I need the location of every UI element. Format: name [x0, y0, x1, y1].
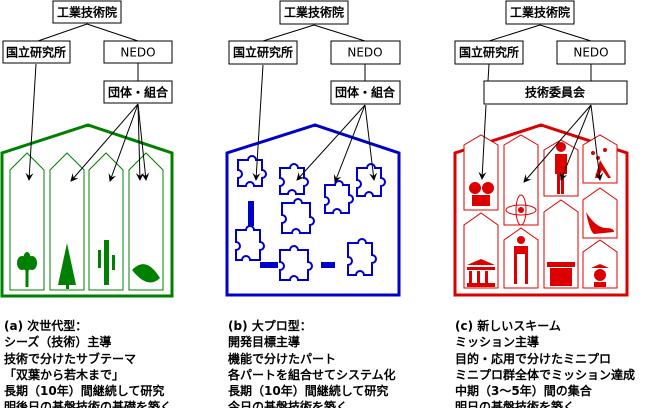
box-technical-committee — [483, 80, 628, 105]
caption-line: 中期（3～5年）間の集合 — [455, 384, 592, 399]
panel-c-arrows — [478, 104, 604, 183]
caption-line: 長期（10年）間継続して研究 — [228, 384, 389, 399]
caption-line: 明日の基盤技術を築く — [455, 400, 576, 408]
label-national-lab: 国立研究所 — [6, 45, 66, 60]
caption-line: 長期（10年）間継続して研究 — [4, 384, 165, 399]
label-national-lab: 国立研究所 — [459, 45, 519, 60]
panel-c-org-chart: 工業技術院 国立研究所 NEDO 技術委員会 — [454, 0, 628, 105]
caption-line: 機能で分けたパート — [228, 351, 337, 366]
label-technical-committee: 技術委員会 — [525, 85, 586, 100]
caption-line: シーズ（技術）主導 — [4, 335, 112, 350]
box-aist — [505, 0, 575, 25]
box-nedo — [556, 40, 626, 65]
puzzle-piece-icons — [235, 155, 386, 281]
caption-title: (a) 次世代型： — [4, 319, 88, 333]
caption-title: (c) 新しいスキーム — [455, 319, 561, 333]
panel-c-house — [453, 104, 629, 297]
caption-line: ミッション主導 — [455, 335, 540, 350]
panel-a-org-chart: 工業技術院 国立研究所 NEDO 団体・組合 — [2, 0, 173, 104]
caption-line: 明後日の基盤技術の基礎を築く — [4, 400, 173, 408]
box-association — [103, 80, 173, 104]
caption-line: 技術で分けたサブテーマ — [4, 351, 137, 366]
panel-a-arrows — [25, 63, 150, 182]
label-nedo: NEDO — [573, 46, 608, 60]
caption-line: 各パートを組合せてシステム化 — [228, 367, 396, 382]
label-association: 団体・組合 — [335, 85, 396, 100]
caption-a: (a) 次世代型： シーズ（技術）主導 技術で分けたサブテーマ 「双葉から若木ま… — [4, 318, 172, 408]
caption-line: 今日の基盤技術を築く — [228, 400, 349, 408]
box-aist — [52, 0, 122, 24]
panel-a-house — [0, 63, 174, 298]
box-national-lab — [454, 40, 524, 65]
panel-b-org-chart: 工業技術院 国立研究所 NEDO 団体・組合 — [228, 0, 401, 105]
panel-b-house — [225, 64, 401, 297]
box-aist — [279, 0, 349, 25]
label-nedo: NEDO — [120, 46, 155, 60]
caption-line: 目的・応用で分けたミニプロ — [455, 351, 612, 366]
label-aist: 工業技術院 — [284, 5, 344, 20]
caption-line: ミニプロ群全体でミッション達成 — [455, 367, 636, 382]
panel-b-arrows — [252, 64, 378, 183]
label-aist: 工業技術院 — [510, 5, 570, 20]
caption-line: 「双葉から若木まで」 — [4, 367, 125, 382]
mission-tiles — [463, 134, 618, 289]
caption-b: (b) 大プロ型： 開発目標主導 機能で分けたパート 各パートを組合せてシステム… — [228, 318, 396, 408]
label-association: 団体・組合 — [108, 85, 169, 100]
label-national-lab: 国立研究所 — [233, 45, 293, 60]
box-national-lab — [2, 40, 71, 64]
box-national-lab — [228, 40, 298, 65]
box-association — [330, 80, 401, 105]
box-nedo — [103, 40, 173, 64]
caption-title: (b) 大プロ型： — [228, 319, 312, 333]
plant-icons — [17, 240, 160, 289]
caption-c: (c) 新しいスキーム ミッション主導 目的・応用で分けたミニプロ ミニプロ群全… — [455, 318, 635, 408]
label-aist: 工業技術院 — [57, 5, 117, 20]
caption-line: 開発目標主導 — [228, 335, 301, 350]
label-nedo: NEDO — [347, 46, 382, 60]
box-nedo — [330, 40, 401, 65]
